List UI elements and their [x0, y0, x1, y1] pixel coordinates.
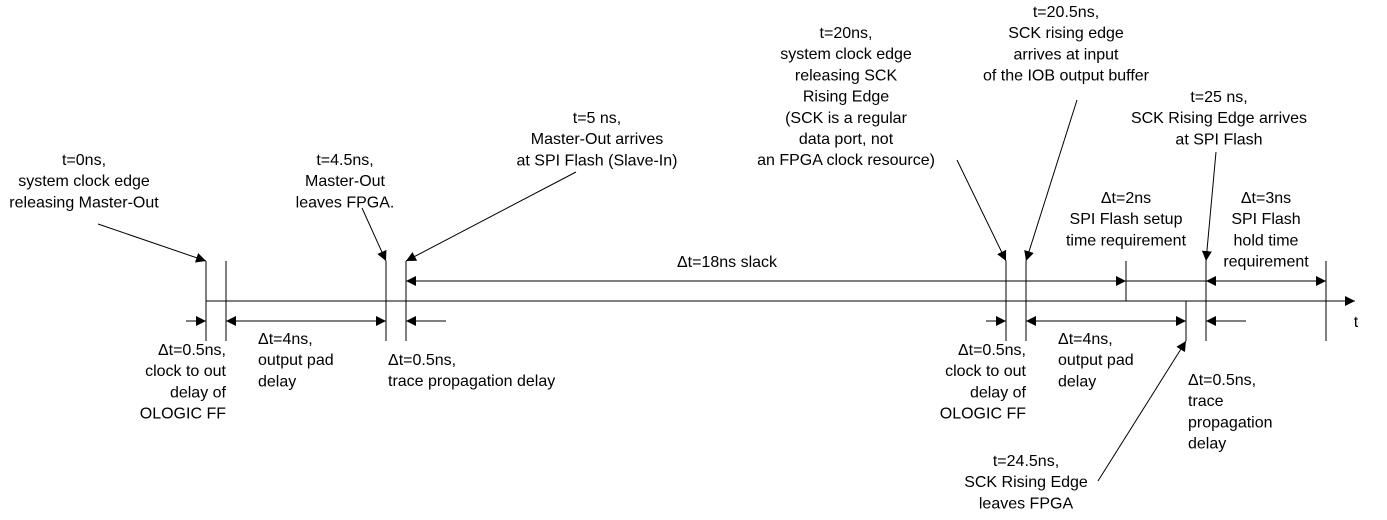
label-slack: Δt=18ns slack	[677, 254, 778, 271]
label-clk-out-1-line: clock to out	[145, 363, 226, 380]
label-t5-line: Master-Out arrives	[531, 131, 663, 148]
label-pad-delay-1-line: delay	[258, 373, 296, 390]
label-setup-line: Δt=2ns	[1101, 190, 1151, 207]
label-t20-5-line: t=20.5ns,	[1033, 4, 1099, 21]
label-t4-5-line: t=4.5ns,	[316, 152, 373, 169]
label-t25: t=25 ns, SCK Rising Edge arrives at SPI Fl…	[1131, 89, 1307, 148]
label-clk-out-1-line: delay of	[170, 384, 227, 401]
label-t4-5-line: Master-Out	[305, 173, 386, 190]
label-t20-line: releasing SCK	[795, 67, 898, 84]
label-t20-5-line: of the IOB output buffer	[983, 68, 1150, 85]
label-t20-line: system clock edge	[780, 46, 912, 63]
label-t24-5: t=24.5ns, SCK Rising Edge leaves FPGA	[964, 453, 1088, 512]
label-hold-line: requirement	[1223, 254, 1309, 271]
label-t24-5-line: leaves FPGA	[979, 495, 1074, 512]
label-t20-line: data port, not	[799, 131, 894, 148]
label-clk-out-2-line: Δt=0.5ns,	[958, 342, 1026, 359]
label-t20-line: Rising Edge	[803, 89, 889, 106]
label-t0-line: system clock edge	[18, 173, 150, 190]
label-t24-5-line: SCK Rising Edge	[964, 474, 1088, 491]
label-setup-line: time requirement	[1066, 232, 1187, 249]
label-t20-5-line: arrives at input	[1014, 46, 1119, 63]
label-t25-line: SCK Rising Edge arrives	[1131, 110, 1307, 127]
label-pad-delay-1: Δt=4ns, output pad delay	[258, 331, 334, 390]
label-setup-line: SPI Flash setup	[1070, 211, 1183, 228]
label-t20-line: t=20ns,	[820, 25, 873, 42]
label-pad-delay-2-line: output pad	[1058, 352, 1134, 369]
label-clk-out-1-line: OLOGIC FF	[140, 406, 226, 423]
label-trace-2: Δt=0.5ns, trace propagation delay	[1188, 372, 1273, 453]
pointer-t20-5	[1024, 99, 1078, 262]
label-pad-delay-1-line: output pad	[258, 352, 334, 369]
label-t4-5: t=4.5ns, Master-Out leaves FPGA.	[296, 152, 395, 211]
label-t5: t=5 ns, Master-Out arrives at SPI Flash (S…	[517, 110, 678, 169]
label-hold-line: SPI Flash	[1231, 211, 1300, 228]
label-t0-line: releasing Master-Out	[9, 194, 159, 211]
label-clk-out-2-line: OLOGIC FF	[940, 406, 1026, 423]
label-trace-2-line: trace	[1188, 393, 1224, 410]
label-t20-5: t=20.5ns, SCK rising edge arrives at input…	[983, 4, 1150, 85]
label-t20-line: an FPGA clock resource)	[757, 152, 935, 169]
label-t20-line: (SCK is a regular	[785, 110, 907, 127]
label-pad-delay-2-line: Δt=4ns,	[1058, 331, 1113, 348]
label-t5-line: t=5 ns,	[573, 110, 621, 127]
label-t24-5-line: t=24.5ns,	[993, 453, 1059, 470]
label-clk-out-2-line: delay of	[970, 384, 1027, 401]
pointer-t0	[97, 223, 207, 263]
label-slack-line: Δt=18ns slack	[677, 254, 778, 271]
callout-pointers	[97, 99, 1217, 482]
label-clk-out-1: Δt=0.5ns, clock to out delay of OLOGIC FF	[140, 342, 227, 423]
label-clk-out-1-line: Δt=0.5ns,	[158, 342, 226, 359]
label-pad-delay-2: Δt=4ns, output pad delay	[1058, 331, 1134, 390]
event-markers	[205, 261, 1327, 341]
label-pad-delay-2-line: delay	[1058, 373, 1096, 390]
label-trace-1-line: Δt=0.5ns,	[388, 352, 456, 369]
label-t20-5-line: SCK rising edge	[1008, 25, 1124, 42]
label-clk-out-2: Δt=0.5ns, clock to out delay of OLOGIC FF	[940, 342, 1027, 423]
label-trace-2-line: propagation	[1188, 414, 1273, 431]
label-clk-out-2-line: clock to out	[945, 363, 1026, 380]
label-trace-2-line: delay	[1188, 436, 1226, 453]
pointer-t20	[956, 159, 1007, 262]
pointer-t25	[1201, 151, 1217, 262]
label-trace-1-line: trace propagation delay	[388, 373, 555, 390]
label-t0: t=0ns, system clock edge releasing Master-…	[9, 152, 159, 211]
label-t25-line: at SPI Flash	[1175, 131, 1262, 148]
label-hold-line: Δt=3ns	[1241, 190, 1291, 207]
label-t25-line: t=25 ns,	[1190, 89, 1247, 106]
label-t20: t=20ns, system clock edge releasing SCK Ris…	[757, 25, 935, 169]
pointer-t24-5	[1097, 340, 1187, 482]
label-t0-line: t=0ns,	[62, 152, 106, 169]
label-pad-delay-1-line: Δt=4ns,	[258, 331, 313, 348]
pointer-t5	[405, 171, 577, 262]
label-trace-1: Δt=0.5ns, trace propagation delay	[388, 352, 555, 390]
label-t5-line: at SPI Flash (Slave-In)	[517, 152, 678, 169]
pointer-t4-5	[361, 207, 387, 262]
label-hold-line: hold time	[1234, 232, 1299, 249]
label-t4-5-line: leaves FPGA.	[296, 194, 395, 211]
axis-label: t	[1354, 314, 1359, 331]
label-trace-2-line: Δt=0.5ns,	[1188, 372, 1256, 389]
